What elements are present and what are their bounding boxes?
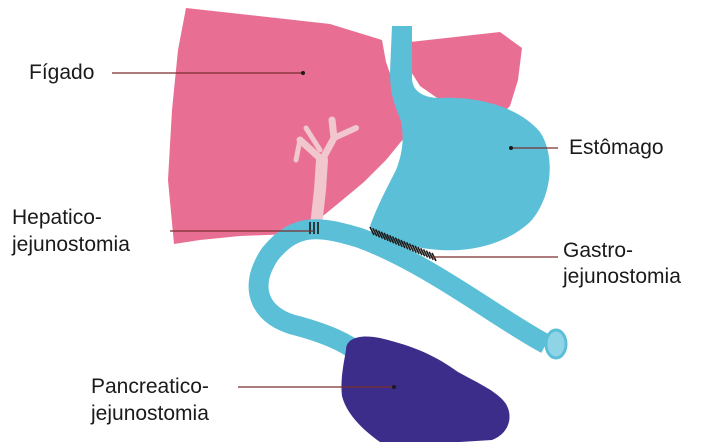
jejunum-loop bbox=[259, 229, 546, 348]
label-hepatico-line2: jejunostomia bbox=[12, 232, 130, 258]
liver-shape bbox=[168, 8, 412, 244]
label-pancreatico-line2: jejunostomia bbox=[91, 401, 209, 427]
pancreas-shape bbox=[341, 337, 509, 442]
label-pancreatico-line1: Pancreatico- bbox=[91, 374, 209, 400]
label-estomago: Estômago bbox=[569, 135, 664, 161]
label-hepatico-line1: Hepatico- bbox=[12, 205, 102, 231]
jejunum-end bbox=[546, 330, 566, 358]
label-gastro-line2: jejunostomia bbox=[563, 264, 681, 290]
label-gastro-line1: Gastro- bbox=[563, 238, 633, 264]
label-figado: Fígado bbox=[29, 60, 94, 86]
